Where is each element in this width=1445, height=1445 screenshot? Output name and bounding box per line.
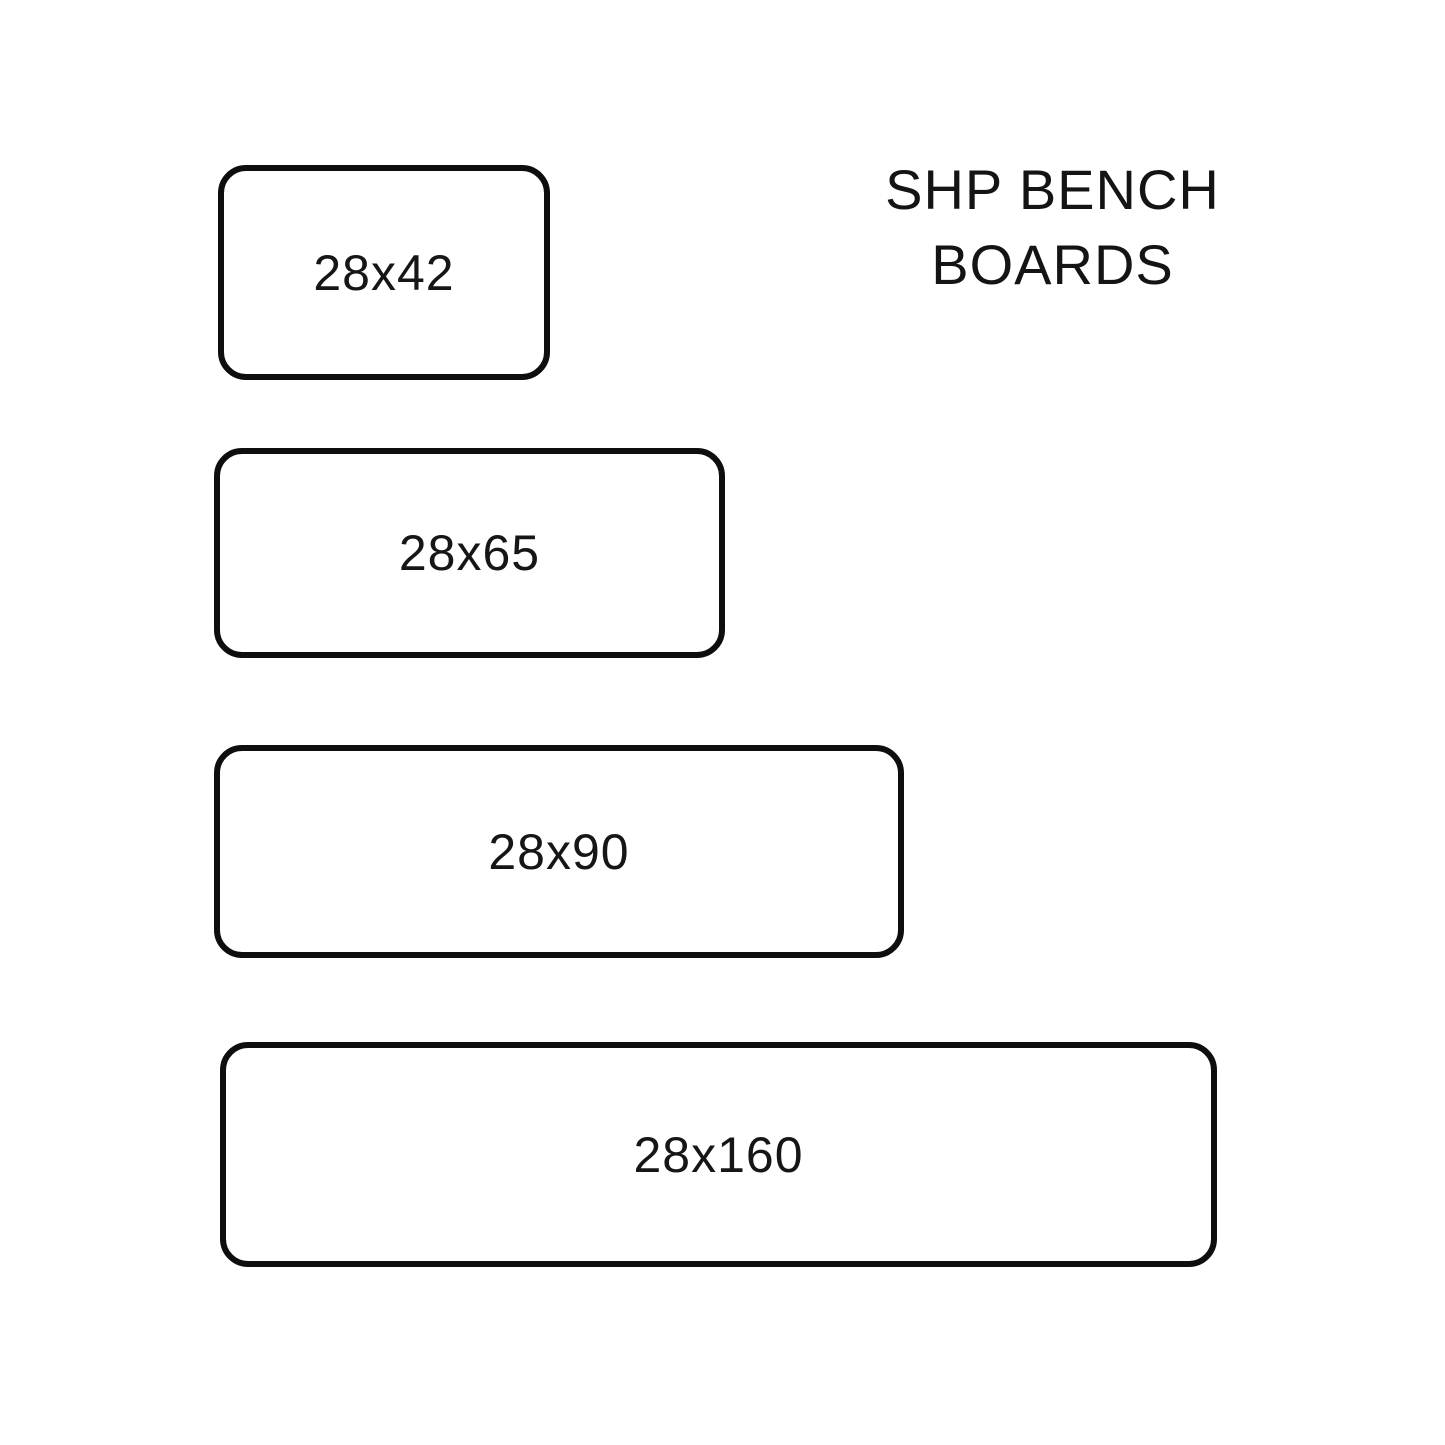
diagram-title-line2: BOARDS [931, 233, 1174, 296]
board-label: 28x65 [398, 525, 541, 581]
board-rect-28x90: 28x90 [214, 745, 904, 958]
board-label: 28x160 [633, 1126, 804, 1183]
board-label: 28x90 [488, 823, 630, 880]
board-rect-28x65: 28x65 [214, 448, 725, 658]
board-rect-28x160: 28x160 [220, 1042, 1217, 1267]
board-label: 28x42 [313, 244, 455, 301]
board-rect-28x42: 28x42 [218, 165, 550, 380]
diagram-title-line1: SHP BENCH [885, 158, 1220, 221]
diagram-title: SHP BENCH BOARDS [855, 152, 1250, 302]
